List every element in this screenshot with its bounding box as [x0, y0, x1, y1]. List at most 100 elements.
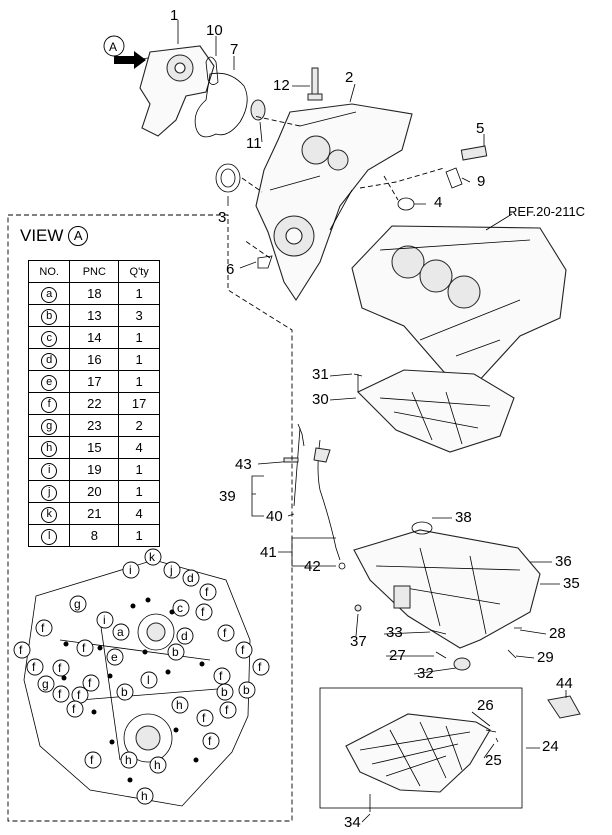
detail-callout-f: f [219, 669, 223, 683]
part-number-30: 30 [312, 391, 329, 408]
part-number-37: 37 [350, 633, 367, 650]
legend-pnc: 21 [69, 502, 120, 525]
cylinder-block-drawing [351, 225, 567, 385]
part-number-41: 41 [260, 544, 277, 561]
upper-oil-pan-drawing [353, 521, 541, 649]
legend-header-row: NO. PNC Q'ty [27, 260, 160, 283]
part-number-2: 2 [345, 69, 353, 86]
detail-callout-a: a [117, 625, 124, 639]
legend-header-qty: Q'ty [118, 260, 160, 283]
part-number-26: 26 [477, 697, 494, 714]
legend-no: k [41, 506, 58, 523]
timing-cover-drawing [255, 103, 413, 302]
detail-callout-f: f [72, 702, 76, 716]
detail-callout-i: i [129, 563, 132, 577]
legend-pnc: 23 [69, 414, 120, 437]
legend-pnc: 13 [69, 304, 120, 327]
detail-callout-f: f [205, 585, 209, 599]
legend-qty: 4 [118, 436, 160, 459]
legend-qty: 2 [118, 414, 160, 437]
detail-callout-b: b [121, 685, 128, 699]
detail-callout-g: g [74, 597, 81, 611]
legend-qty: 1 [118, 348, 160, 371]
legend-qty: 1 [118, 370, 160, 393]
reference-label: REF.20-211C [508, 204, 585, 219]
legend-pnc: 19 [69, 458, 120, 481]
detail-callout-f: f [202, 711, 206, 725]
detail-callout-j: j [169, 563, 173, 577]
part-number-11: 11 [246, 135, 262, 152]
detail-callout-f: f [58, 661, 62, 675]
detail-callout-f: f [201, 605, 205, 619]
legend-no: a [41, 286, 58, 303]
view-title-ref: A [68, 226, 89, 246]
legend-pnc: 15 [69, 436, 120, 459]
legend-no: j [41, 484, 58, 501]
part-number-7: 7 [230, 41, 238, 58]
detail-callout-b: b [243, 683, 250, 697]
detail-callout-l: l [147, 673, 150, 687]
part-number-38: 38 [455, 509, 472, 526]
detail-callout-e: e [111, 650, 118, 664]
view-title-text: VIEW [20, 226, 64, 245]
part-number-12: 12 [273, 77, 290, 94]
part-number-6: 6 [226, 261, 234, 278]
detail-callout-f: f [88, 676, 92, 690]
legend-no: e [41, 374, 58, 391]
part-number-27: 27 [389, 647, 406, 664]
part-number-44: 44 [556, 675, 573, 692]
detail-callout-f: f [82, 641, 86, 655]
legend-no: h [41, 440, 58, 457]
view-a-callouts: k i j d g f i c a f f d f f f e b f f f … [13, 548, 270, 805]
legend-no: g [41, 418, 58, 435]
part-number-3: 3 [218, 209, 226, 226]
detail-callout-f: f [41, 621, 45, 635]
legend-no: l [41, 528, 58, 545]
legend-qty: 1 [118, 458, 160, 481]
legend-pnc: 17 [69, 370, 120, 393]
part-number-25: 25 [485, 752, 502, 769]
detail-callout-f: f [208, 734, 212, 748]
part-number-9: 9 [477, 173, 485, 190]
detail-callout-h: h [141, 789, 148, 803]
detail-callout-h: h [154, 758, 161, 772]
part-number-32: 32 [417, 665, 434, 682]
legend-header-no: NO. [27, 260, 71, 283]
legend-pnc: 16 [69, 348, 120, 371]
detail-callout-f: f [58, 687, 62, 701]
detail-callout-i: i [103, 613, 106, 627]
detail-callout-f: f [90, 753, 94, 767]
part-number-40: 40 [266, 508, 283, 525]
part-number-42: 42 [304, 558, 321, 575]
legend-pnc: 22 [69, 392, 120, 415]
part-number-33: 33 [386, 624, 403, 641]
legend-pnc: 14 [69, 326, 120, 349]
part-number-29: 29 [537, 649, 554, 666]
legend-header-pnc: PNC [69, 260, 120, 283]
part-number-24: 24 [542, 738, 559, 755]
detail-callout-b: b [221, 685, 228, 699]
part-number-36: 36 [555, 553, 572, 570]
view-a-title: VIEW A [20, 226, 89, 246]
detail-callout-f: f [225, 703, 229, 717]
detail-callout-f: f [258, 660, 262, 674]
detail-callout-f: f [32, 660, 36, 674]
water-pump-drawing [114, 45, 215, 137]
legend-qty: 17 [118, 392, 160, 415]
part-number-31: 31 [312, 366, 329, 383]
legend-qty: 4 [118, 502, 160, 525]
detail-callout-b: b [172, 645, 179, 659]
detail-callout-d: d [181, 629, 188, 643]
